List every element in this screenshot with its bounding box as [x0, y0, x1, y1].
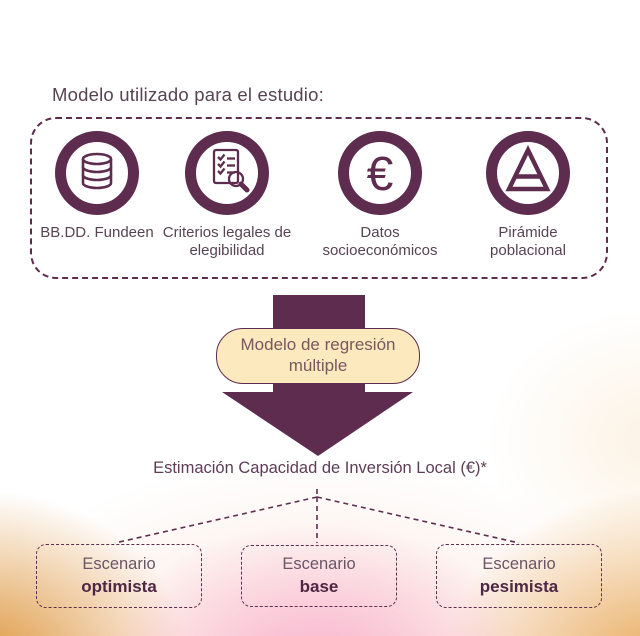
- page-title: Modelo utilizado para el estudio:: [52, 84, 324, 105]
- model-item-datos-socioeconomicos: € Datos socioeconómicos: [290, 131, 470, 259]
- regression-model-pill: Modelo de regresión múltiple: [216, 328, 420, 384]
- scenario-box-base: Escenario base: [241, 545, 397, 607]
- model-inputs-container: [30, 117, 608, 279]
- pill-line: múltiple: [288, 356, 348, 375]
- database-icon: [55, 131, 139, 215]
- model-item-label: BB.DD. Fundeen: [40, 224, 153, 242]
- pill-line: Modelo de regresión: [240, 335, 396, 355]
- label-line: socioeconómicos: [322, 241, 438, 259]
- scenario-prefix: Escenario: [482, 555, 556, 574]
- model-item-label: Datos socioeconómicos: [322, 224, 437, 259]
- label-line: elegibilidad: [189, 241, 265, 259]
- model-item-bbdd-fundeen: BB.DD. Fundeen: [7, 131, 187, 242]
- scenario-box-optimista: Escenario optimista: [36, 544, 202, 608]
- model-item-label: Pirámide poblacional: [490, 224, 566, 259]
- connector-right-line: [316, 496, 520, 544]
- scenario-name: optimista: [81, 576, 157, 596]
- connector-left-line: [114, 496, 318, 544]
- eligibility-criteria-icon: [185, 131, 269, 215]
- scenario-name: pesimista: [479, 576, 559, 596]
- label-line: Datos: [360, 224, 400, 241]
- population-pyramid-icon: [486, 131, 570, 215]
- label-line: poblacional: [490, 241, 566, 259]
- scenario-box-pesimista: Escenario pesimista: [436, 544, 602, 608]
- euro-glyph: €: [367, 148, 394, 201]
- label-line: Pirámide: [498, 224, 558, 241]
- model-item-criterios-legales: Criterios legales de elegibilidad: [137, 131, 317, 259]
- model-item-label: Criterios legales de elegibilidad: [163, 224, 291, 259]
- euro-icon: €: [338, 131, 422, 215]
- model-item-piramide-poblacional: Pirámide poblacional: [438, 131, 618, 259]
- estimation-title: Estimación Capacidad de Inversión Local …: [153, 459, 487, 477]
- scenario-prefix: Escenario: [282, 555, 356, 574]
- scenario-prefix: Escenario: [82, 555, 156, 574]
- label-line: BB.DD. Fundeen: [40, 224, 154, 241]
- scenario-name: base: [299, 576, 339, 596]
- label-line: Criterios legales de: [162, 224, 292, 241]
